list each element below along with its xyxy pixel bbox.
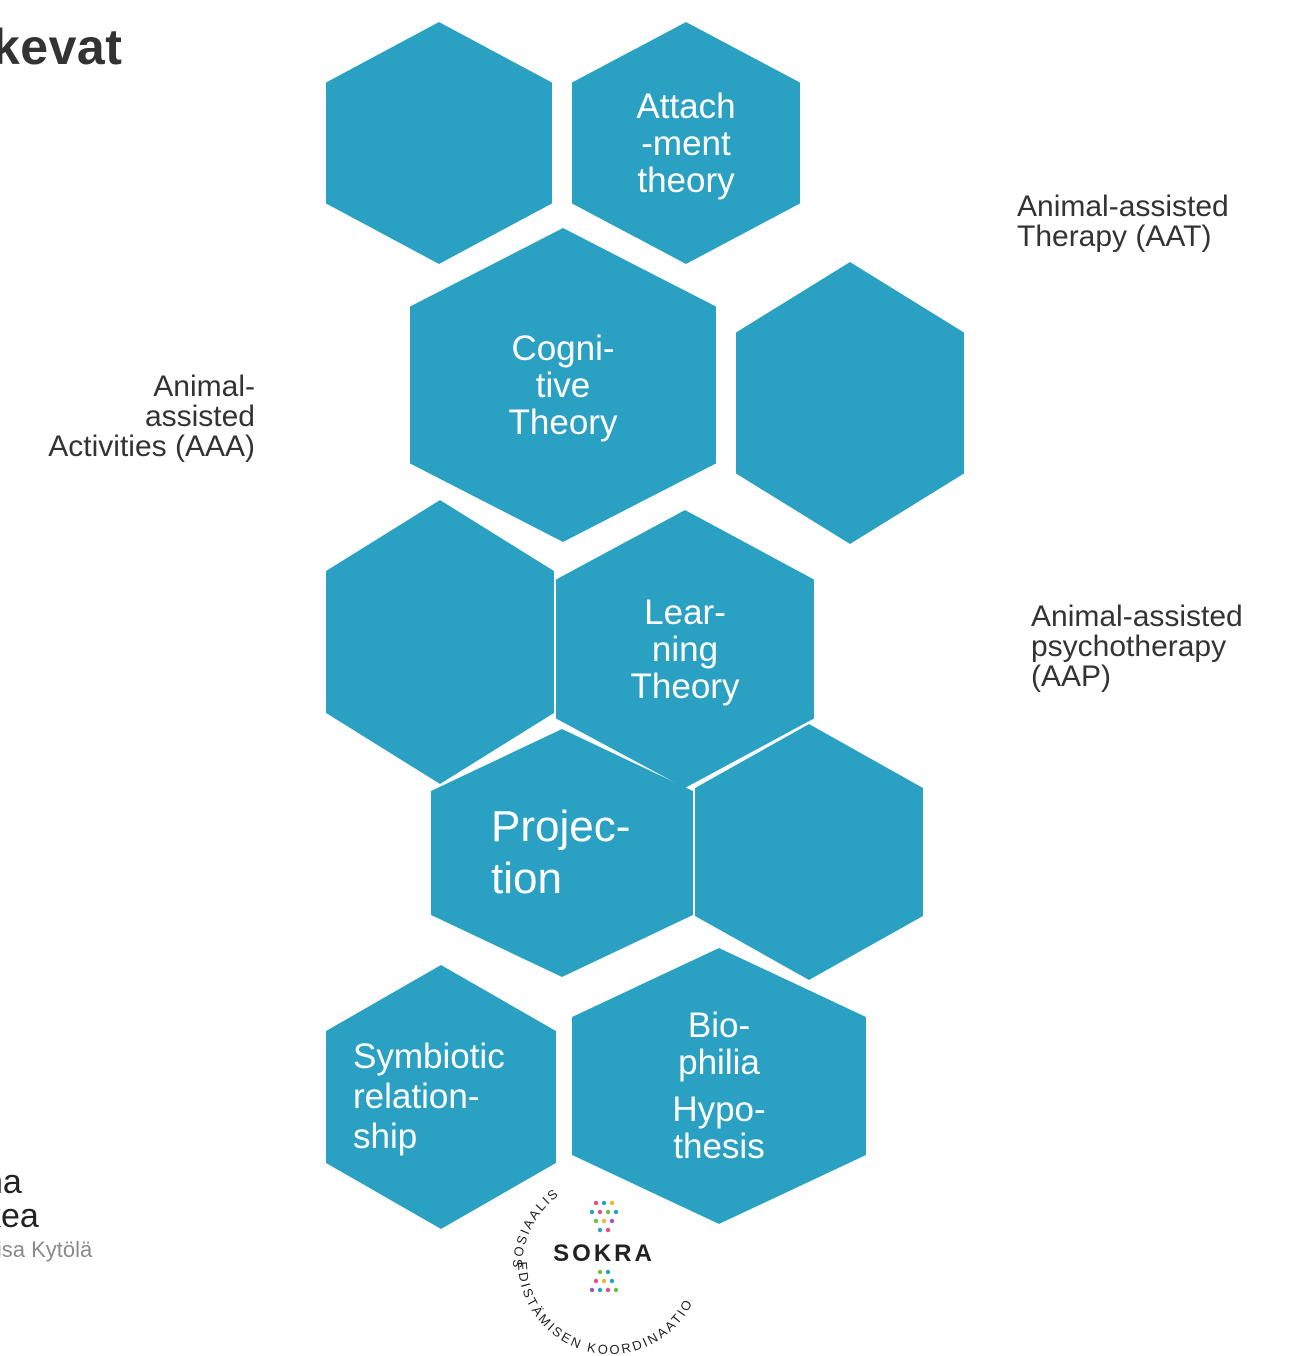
hexagon-empty-left-3 — [326, 500, 554, 784]
logo-wordmark: SOKRA — [553, 1240, 655, 1267]
hexagon-empty-right-2 — [736, 262, 964, 544]
logo-dots-bottom — [589, 1269, 619, 1293]
page-title: kevat — [0, 19, 123, 75]
hexagon-cognitive-theory: Cogni- tive Theory — [410, 228, 716, 542]
hexagon-projection: Projec- tion — [431, 729, 693, 977]
label-animal-assisted-activities: Animal- assisted Activities (AAA) — [48, 370, 255, 463]
hexagon-empty-top-left — [326, 22, 552, 264]
hexagon-biophilia-hypothesis: Bio- philia Hypo- thesis — [572, 948, 866, 1224]
hexagon-learning-theory: Lear- ning Theory — [556, 510, 814, 788]
hexagon-empty-right-4 — [695, 724, 923, 980]
hexagon-attachment-theory: Attach -ment theory — [572, 22, 800, 264]
label-animal-assisted-therapy: Animal-assisted Therapy (AAT) — [1017, 190, 1229, 253]
svg-text:EDISTÄMISEN KOORDINAATIO: EDISTÄMISEN KOORDINAATIO — [515, 1261, 696, 1356]
hexagon-symbiotic-relationship: Symbiotic relation- ship — [326, 965, 556, 1229]
sokra-logo: SOSIAALIS EDISTÄMISEN KOORDINAATIO SOKRA — [510, 1185, 696, 1356]
label-animal-assisted-psychotherapy: Animal-assisted psychotherapy (AAP) — [1031, 600, 1243, 693]
author-credit: na kea iisa Kytölä — [0, 1163, 93, 1262]
logo-dots-top — [589, 1200, 619, 1233]
